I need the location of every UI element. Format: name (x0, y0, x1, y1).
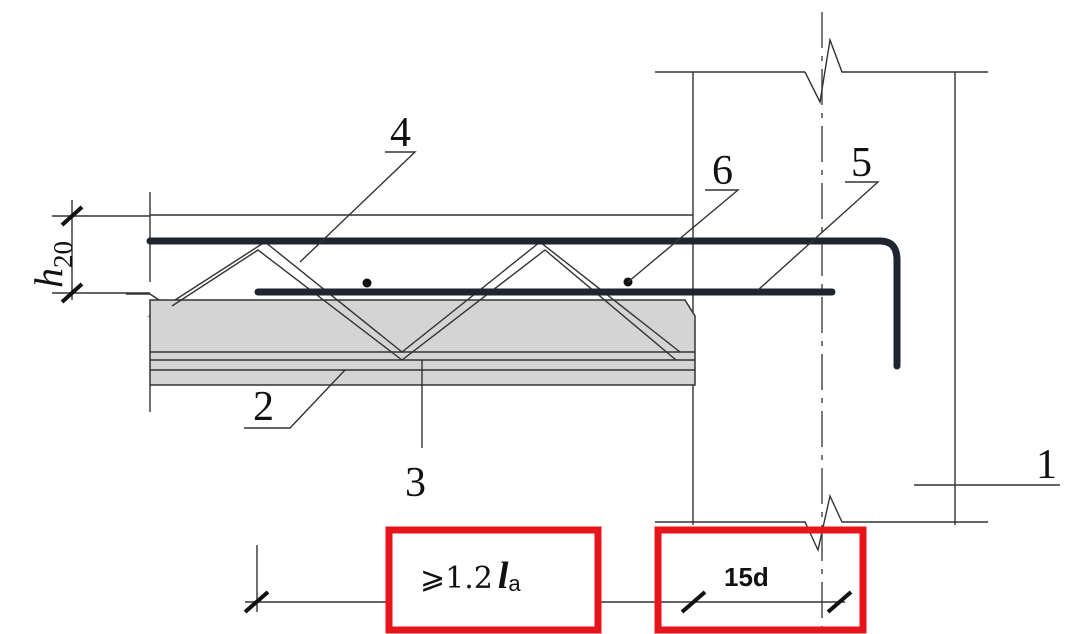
hook-length-label: 15d (724, 562, 769, 592)
distribution-bar-dot (362, 278, 372, 288)
precast-bottom-plate (149, 299, 696, 412)
bottom-plate-shape (149, 299, 696, 386)
top-rebar-with-hook (146, 237, 901, 370)
slab-top-outline (149, 192, 693, 282)
support-member (655, 37, 1060, 553)
label-4: 4 (390, 110, 411, 156)
thickness-dimension: h20 (26, 200, 150, 304)
truss-web (171, 241, 681, 361)
thickness-label: h20 (26, 241, 78, 288)
label-5: 5 (851, 140, 872, 186)
label-3: 3 (405, 460, 426, 506)
hook-length-highlight: 15d (654, 526, 867, 634)
label-1: 1 (1036, 442, 1057, 488)
label-6: 6 (712, 148, 733, 194)
leader-lines (244, 151, 880, 448)
label-2: 2 (253, 384, 274, 430)
